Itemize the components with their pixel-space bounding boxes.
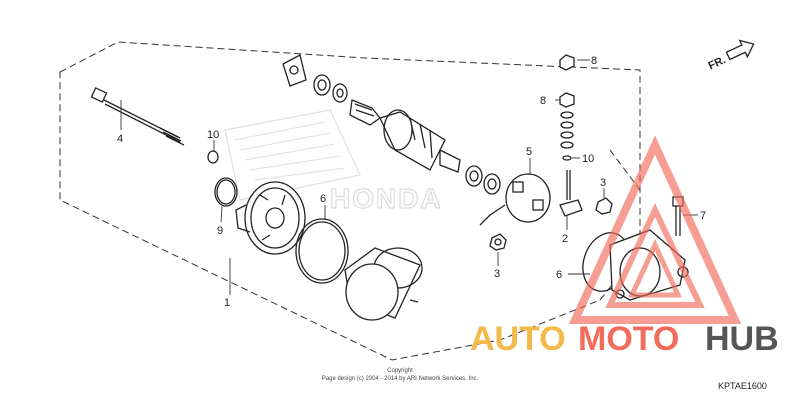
- washers-mid: [465, 165, 501, 195]
- watermark-text-hub: HUB: [705, 320, 779, 358]
- callout-6-right: 6: [556, 269, 562, 281]
- front-arrow-icon: [725, 39, 755, 61]
- watermark-text-auto: AUTO: [470, 320, 566, 358]
- callout-1: 1: [224, 297, 230, 309]
- callout-8-upper: 8: [591, 55, 597, 67]
- copyright-label: Copyright: [387, 368, 413, 374]
- watermark-text-moto: MOTO: [578, 320, 679, 358]
- terminal-bolt: [559, 170, 583, 217]
- front-direction-indicator: FR.: [707, 39, 755, 72]
- callout-10-left: 10: [207, 129, 219, 141]
- small-o-ring-left: [207, 150, 219, 164]
- armature: [349, 99, 461, 173]
- front-cover: [235, 181, 306, 255]
- seal-plate: [282, 54, 307, 87]
- callout-2: 2: [562, 233, 568, 245]
- through-bolt: [90, 87, 185, 146]
- motor-yoke: [344, 247, 423, 321]
- callout-10-right: 10: [582, 153, 594, 165]
- brand-wing-logo: HONDA: [224, 109, 443, 215]
- callout-5: 5: [526, 146, 532, 158]
- nut-3-middle: [489, 233, 507, 251]
- assembly-boundary: [59, 41, 641, 361]
- copyright-notice: Page design (c) 2004 - 2014 by ARI Netwo…: [322, 376, 479, 382]
- callout-3-right: 3: [600, 177, 606, 189]
- watermark-triangle: [568, 135, 742, 324]
- washers-top: [313, 74, 348, 103]
- o-ring-6-left: [295, 218, 349, 284]
- callout-6-left: 6: [320, 193, 326, 205]
- leader-lines: [120, 59, 698, 295]
- watermark-text: AUTO MOTO HUB: [470, 320, 779, 358]
- brand-text: HONDA: [330, 183, 443, 214]
- front-direction-label: FR.: [707, 54, 728, 72]
- diagram-code: KPTAE1600: [718, 381, 767, 391]
- callout-9: 9: [217, 225, 223, 237]
- bolt-3-right: [595, 197, 613, 215]
- callout-8-lower: 8: [540, 95, 546, 107]
- terminal-stack: [559, 54, 575, 161]
- callout-3-middle: 3: [494, 268, 500, 280]
- callout-4: 4: [117, 133, 123, 145]
- brush-holder: [479, 173, 551, 226]
- o-ring-9: [214, 177, 238, 207]
- callout-7: 7: [700, 210, 706, 222]
